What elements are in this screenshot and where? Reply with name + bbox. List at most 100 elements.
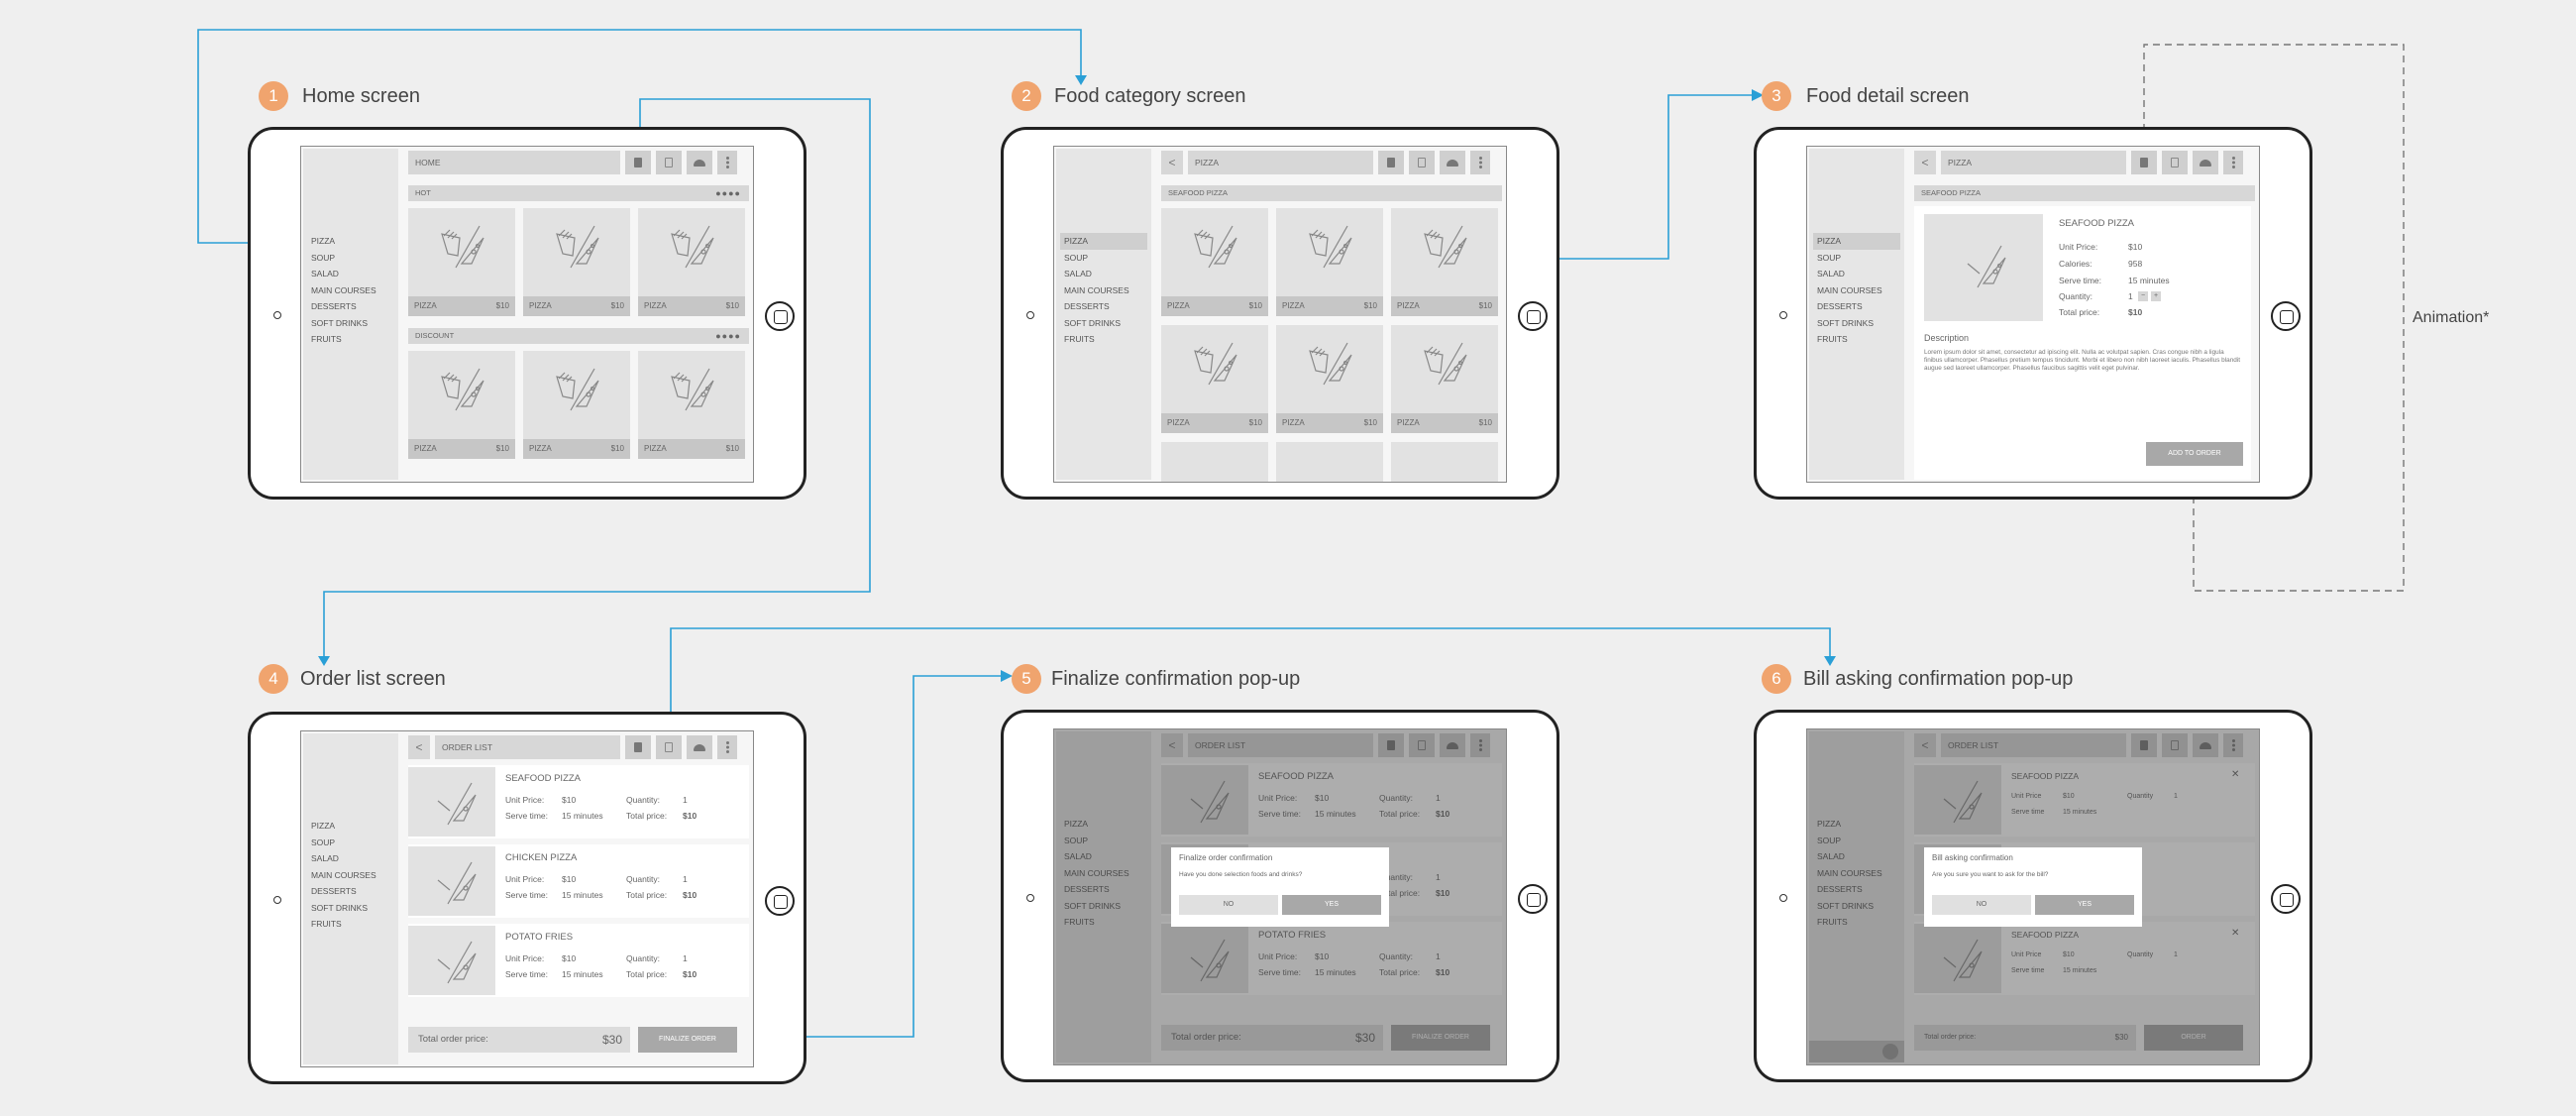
food-card[interactable]: PIZZA$10 [408,208,515,316]
no-button[interactable]: NO [1179,895,1278,915]
carousel-dots[interactable]: ●●●● [715,331,741,341]
order-list-button[interactable] [2131,151,2157,174]
menu-item-salad[interactable]: SALAD [1817,269,1845,279]
screen: PIZZA SOUP SALAD MAIN COURSES DESSERTS S… [1053,146,1507,483]
menu-item-main-courses[interactable]: MAIN COURSES [311,869,376,880]
top-bar: < PIZZA [1914,151,2255,174]
waiter-button[interactable] [2193,151,2218,174]
menu-item-salad[interactable]: SALAD [311,269,339,279]
home-button[interactable] [765,886,795,916]
order-item[interactable]: SEAFOOD PIZZA Unit Price: $10 Serve time… [408,765,749,838]
item-name: SEAFOOD PIZZA [2011,930,2080,940]
main-area: < PIZZA SEAFOOD PIZZA SEAFOOD PIZZA Unit… [1914,149,2255,480]
menu-item-pizza[interactable]: PIZZA [1813,233,1900,250]
back-button[interactable]: < [1161,151,1183,174]
menu-item-soup[interactable]: SOUP [1817,252,1842,263]
home-button[interactable] [2271,884,2301,914]
more-button[interactable] [2223,151,2243,174]
menu-item-soup[interactable]: SOUP [311,252,336,263]
pizza-icon [1194,225,1237,269]
pizza-icon [1190,939,1230,982]
step-title-5: Finalize confirmation pop-up [1051,668,1301,690]
order-item[interactable]: CHICKEN PIZZA Unit Price: $10 Serve time… [408,844,749,918]
serve-time-value: 15 minutes [562,969,603,979]
menu-item-salad[interactable]: SALAD [1064,269,1092,279]
food-card[interactable]: PIZZA$10 [523,208,630,316]
yes-button[interactable]: YES [1282,895,1381,915]
menu-item-soup[interactable]: SOUP [1064,252,1089,263]
page-title: PIZZA [1188,151,1373,174]
bill-button[interactable] [1409,151,1435,174]
unit-price-label: Unit Price: [505,953,545,963]
food-card[interactable] [1276,442,1383,482]
menu-item-main-courses[interactable]: MAIN COURSES [1817,284,1882,295]
food-card[interactable]: PIZZA$10 [1391,325,1498,433]
order-list-button[interactable] [1378,151,1404,174]
order-list-button[interactable] [625,735,651,759]
yes-button[interactable]: YES [2035,895,2134,915]
food-card[interactable] [1161,442,1268,482]
home-button[interactable] [765,301,795,331]
waiter-button[interactable] [687,151,712,174]
menu-item-desserts[interactable]: DESSERTS [311,886,357,896]
menu-item-main-courses[interactable]: MAIN COURSES [1064,284,1129,295]
food-card[interactable] [1391,442,1498,482]
menu-item-fruits[interactable]: FRUITS [1064,334,1095,344]
menu-item-soup[interactable]: SOUP [311,837,336,847]
quantity-minus-button[interactable]: − [2138,291,2148,301]
bill-button[interactable] [2162,151,2188,174]
food-card[interactable]: PIZZA$10 [638,208,745,316]
serve-time-value: 15 minutes [1315,809,1356,819]
food-card[interactable]: PIZZA$10 [638,351,745,459]
menu-item-fruits[interactable]: FRUITS [311,334,342,344]
menu-item-desserts[interactable]: DESSERTS [1817,301,1863,311]
more-button[interactable] [1470,151,1490,174]
more-button[interactable] [717,151,737,174]
food-card[interactable]: PIZZA$10 [1276,325,1383,433]
menu-item-main-courses[interactable]: MAIN COURSES [311,284,376,295]
unit-price-label: Unit Price [2011,793,2042,800]
more-button[interactable] [717,735,737,759]
back-button[interactable]: < [408,735,430,759]
waiter-button[interactable] [1440,151,1465,174]
more-icon [725,741,729,744]
menu-item-desserts[interactable]: DESSERTS [1064,301,1110,311]
menu-item-fruits[interactable]: FRUITS [1817,334,1848,344]
home-button[interactable] [1518,301,1548,331]
menu-item-pizza[interactable]: PIZZA [311,236,336,246]
unit-price-value: $10 [2128,242,2143,252]
order-item[interactable]: POTATO FRIES Unit Price: $10 Serve time:… [408,924,749,997]
no-button[interactable]: NO [1932,895,2031,915]
serve-time-value: 15 minutes [1315,967,1356,977]
food-card[interactable]: PIZZA$10 [523,351,630,459]
section-title: SEAFOOD PIZZA [1914,185,2255,201]
waiter-button[interactable] [687,735,712,759]
menu-item-pizza[interactable]: PIZZA [1060,233,1147,250]
add-to-order-button[interactable]: ADD TO ORDER [2146,442,2243,466]
bill-icon [665,742,673,752]
home-button[interactable] [2271,301,2301,331]
bill-button[interactable] [656,151,682,174]
menu-item-soft-drinks[interactable]: SOFT DRINKS [311,317,368,328]
food-card[interactable]: PIZZA$10 [408,351,515,459]
menu-item-fruits[interactable]: FRUITS [311,919,342,929]
menu-item-salad[interactable]: SALAD [311,853,339,863]
bill-button[interactable] [656,735,682,759]
serve-time-label: Serve time: [2059,276,2101,285]
finalize-order-button[interactable]: FINALIZE ORDER [638,1027,737,1053]
menu-item-soft-drinks[interactable]: SOFT DRINKS [1064,317,1121,328]
food-card[interactable]: PIZZA$10 [1276,208,1383,316]
food-card[interactable]: PIZZA$10 [1161,208,1268,316]
menu-item-pizza[interactable]: PIZZA [311,821,336,831]
order-list-button[interactable] [625,151,651,174]
quantity-plus-button[interactable]: + [2151,291,2161,301]
home-button[interactable] [1518,884,1548,914]
back-button[interactable]: < [1914,151,1936,174]
unit-price-label: Unit Price: [505,874,545,884]
food-card[interactable]: PIZZA$10 [1391,208,1498,316]
menu-item-soft-drinks[interactable]: SOFT DRINKS [311,902,368,913]
menu-item-soft-drinks[interactable]: SOFT DRINKS [1817,317,1874,328]
food-card[interactable]: PIZZA$10 [1161,325,1268,433]
carousel-dots[interactable]: ●●●● [715,188,741,198]
menu-item-desserts[interactable]: DESSERTS [311,301,357,311]
